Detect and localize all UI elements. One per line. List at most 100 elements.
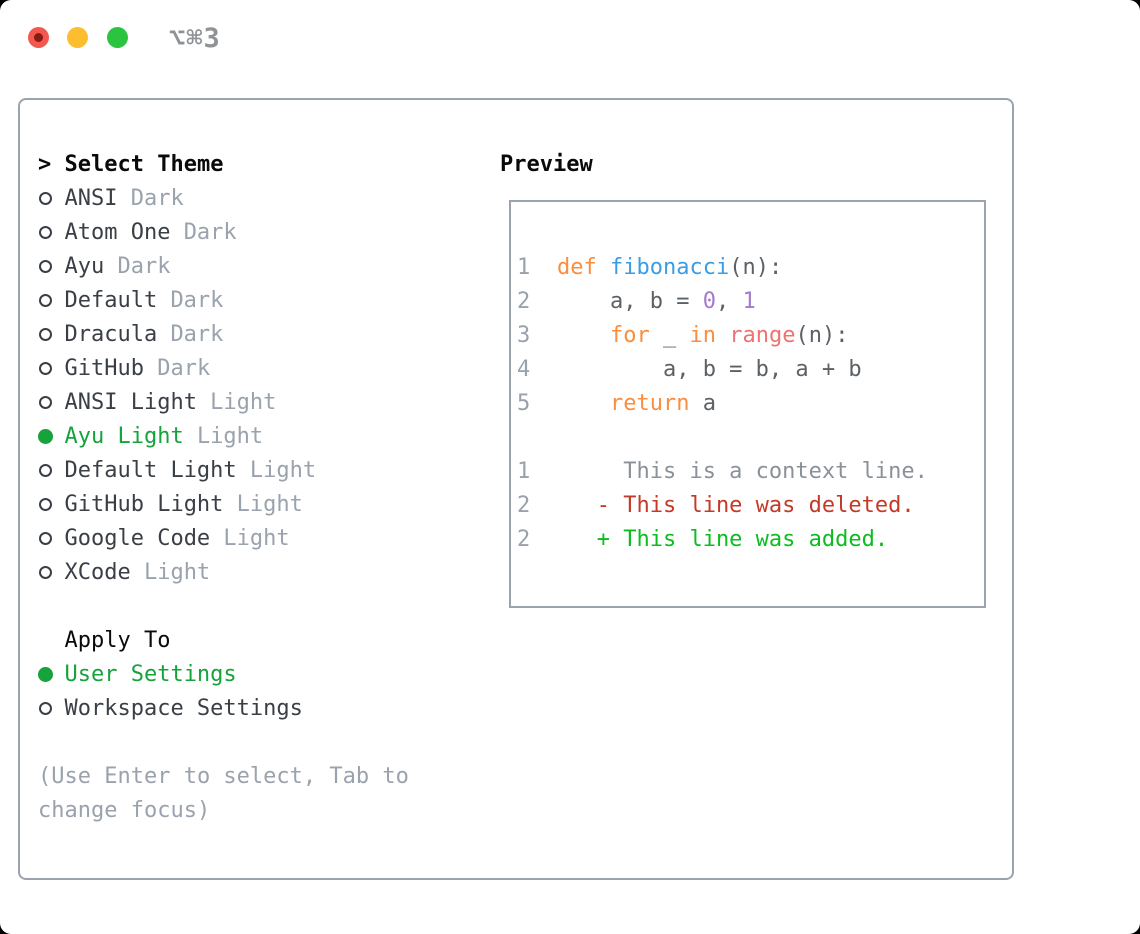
theme-name: GitHub Light (64, 492, 224, 517)
code-token: 0 (702, 289, 716, 314)
radio-circle-icon (38, 488, 64, 522)
line-number: 2 (517, 527, 531, 552)
theme-variant: Light (223, 526, 290, 551)
code-token: range (729, 323, 796, 348)
theme-variant: Light (236, 492, 303, 517)
line-number: 3 (517, 323, 531, 348)
code-line: 1 def fibonacci(n): (517, 251, 984, 285)
theme-variant: Dark (170, 288, 224, 313)
theme-option[interactable]: Ayu Dark (38, 250, 409, 284)
theme-name: ANSI Light (64, 390, 197, 415)
apply-to-label: Workspace Settings (64, 696, 303, 721)
theme-name: Google Code (64, 526, 211, 551)
theme-option[interactable]: Google Code Light (38, 522, 409, 556)
select-theme-header-label: Select Theme (64, 152, 224, 177)
minimize-button[interactable] (67, 27, 88, 48)
apply-to-label: User Settings (64, 662, 237, 687)
select-theme-header: > Select Theme (38, 148, 409, 182)
radio-circle-icon (38, 182, 64, 216)
theme-variant: Dark (117, 254, 171, 279)
theme-variant: Light (210, 390, 277, 415)
code-line: 2 + This line was added. (517, 523, 984, 557)
help-text-line-2: change focus) (38, 798, 211, 823)
zoom-button[interactable] (107, 27, 128, 48)
theme-name: Ayu (64, 254, 105, 279)
radio-circle-icon (38, 250, 64, 284)
theme-name: Default Light (64, 458, 237, 483)
line-number: 2 (517, 289, 531, 314)
radio-circle-icon (38, 522, 64, 556)
code-token (597, 255, 610, 280)
indent (38, 624, 64, 658)
code-token: a, b = (557, 289, 703, 314)
code-line: 5 return a (517, 387, 984, 421)
code-token: _ (649, 323, 690, 348)
window-title: ⌥⌘3 (169, 23, 221, 54)
title-bar: ⌥⌘3 (0, 0, 1140, 74)
code-token: for (609, 323, 650, 348)
line-number: 5 (517, 391, 531, 416)
theme-variant: Dark (157, 356, 211, 381)
theme-name: GitHub (64, 356, 144, 381)
theme-name: ANSI (64, 186, 118, 211)
apply-to-header: Apply To (38, 624, 409, 658)
spacer (38, 590, 409, 624)
radio-circle-icon (38, 386, 64, 420)
radio-circle-icon (38, 556, 64, 590)
help-text-line-1: (Use Enter to select, Tab to (38, 764, 409, 789)
theme-option[interactable]: ANSI Light Light (38, 386, 409, 420)
code-token: (n): (795, 323, 849, 348)
theme-name: Default (64, 288, 158, 313)
radio-circle-icon (38, 284, 64, 318)
code-token: fibonacci (610, 255, 730, 280)
code-token: def (557, 255, 597, 280)
spacer (38, 726, 409, 760)
code-token: 1 (742, 289, 756, 314)
code-token (716, 323, 729, 348)
radio-circle-icon (38, 692, 64, 726)
code-token: in (689, 323, 716, 348)
code-token: return (609, 391, 690, 416)
radio-circle-icon (38, 420, 64, 454)
line-number: 1 (517, 459, 531, 484)
code-token: a (689, 391, 716, 416)
theme-name: XCode (64, 560, 131, 585)
apply-to-option[interactable]: Workspace Settings (38, 692, 409, 726)
code-token: + This line was added. (557, 527, 889, 552)
code-line: 4 a, b = b, a + b (517, 353, 984, 387)
code-token: (n): (729, 255, 783, 280)
theme-option[interactable]: GitHub Dark (38, 352, 409, 386)
code-token (557, 391, 610, 416)
code-line (517, 421, 984, 455)
close-button[interactable] (28, 27, 49, 48)
apply-to-header-label: Apply To (64, 628, 171, 653)
theme-variant: Dark (170, 322, 224, 347)
theme-option[interactable]: GitHub Light Light (38, 488, 409, 522)
line-number: 4 (517, 357, 531, 382)
code-line: 2 a, b = 0, 1 (517, 285, 984, 319)
line-number: 1 (517, 255, 531, 280)
code-token (557, 323, 610, 348)
line-number: 2 (517, 493, 531, 518)
code-token: - This line was deleted. (557, 493, 915, 518)
unsaved-dot-icon (34, 33, 43, 42)
focus-caret-icon: > (38, 152, 65, 177)
radio-circle-icon (38, 216, 64, 250)
theme-variant: Dark (183, 220, 237, 245)
preview-header: Preview (500, 152, 593, 177)
radio-circle-icon (38, 352, 64, 386)
theme-option[interactable]: Default Dark (38, 284, 409, 318)
apply-to-option[interactable]: User Settings (38, 658, 409, 692)
